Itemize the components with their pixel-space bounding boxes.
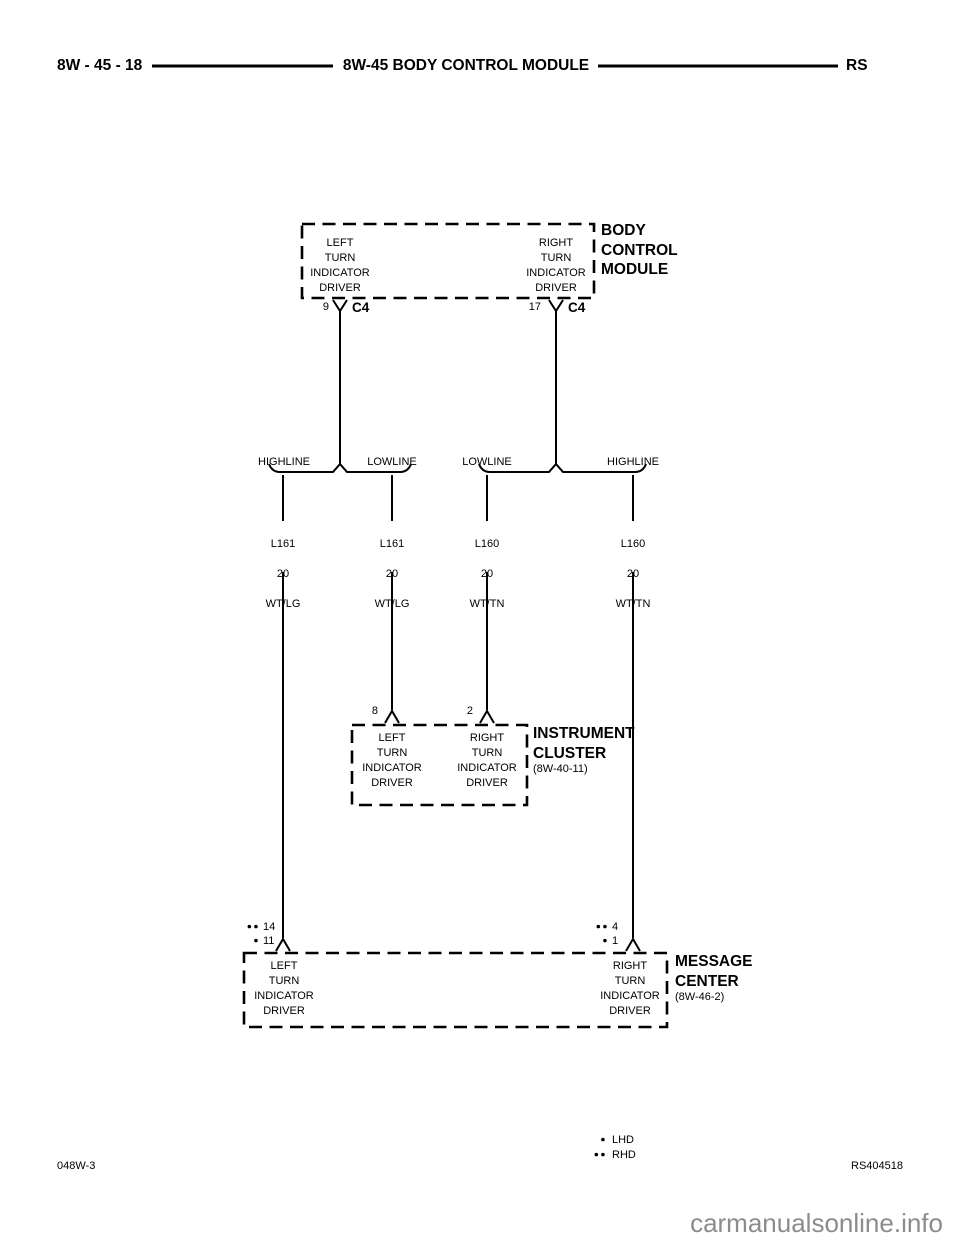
splitter-right-lowline-label: LOWLINE bbox=[462, 456, 512, 468]
instrument-cluster-box bbox=[350, 723, 529, 807]
mc-pin-row-rhd: ●● 4 bbox=[592, 921, 618, 935]
wire-callout-l160-highline: L160 20 WT/TN bbox=[588, 522, 678, 627]
watermark-text: carmanualsonline.info bbox=[690, 1208, 943, 1238]
splitter-brace-left bbox=[268, 462, 412, 473]
wire-callout-l161-lowline: L161 20 WT/LG bbox=[347, 522, 437, 627]
legend-row-rhd: ●● RHD bbox=[585, 1149, 636, 1164]
connector-symbol-ic-pin2 bbox=[479, 709, 495, 724]
wire-gauge: 20 bbox=[626, 568, 640, 580]
bcm-right-turn-driver-label: RIGHT TURN INDICATOR DRIVER bbox=[526, 237, 586, 294]
platform-code: RS bbox=[846, 57, 868, 74]
wire-circuit: L161 bbox=[379, 538, 405, 550]
legend-label: LHD bbox=[612, 1134, 635, 1146]
ic-left-turn-driver-label: LEFT TURN INDICATOR DRIVER bbox=[362, 732, 422, 789]
bcm-title: BODY CONTROL MODULE bbox=[601, 222, 678, 278]
mc-pin-number: 14 bbox=[263, 921, 276, 933]
mc-title: MESSAGE CENTER bbox=[675, 953, 753, 990]
mc-left-turn-driver-label: LEFT TURN INDICATOR DRIVER bbox=[254, 960, 314, 1017]
mc-reference: (8W-46-2) bbox=[675, 991, 725, 1003]
footer-sheet-code: RS404518 bbox=[851, 1160, 903, 1172]
connector-symbol-ic-pin8 bbox=[384, 709, 400, 724]
legend-label: RHD bbox=[612, 1149, 636, 1161]
lhd-dot-icon: ● bbox=[253, 935, 260, 945]
bcm-box bbox=[300, 222, 596, 300]
message-center-box bbox=[242, 951, 669, 1029]
lhd-dot-icon: ● bbox=[602, 935, 609, 945]
wire-circuit: L160 bbox=[474, 538, 500, 550]
connector-symbol-bcm-pin17 bbox=[548, 299, 564, 313]
mc-pin-number: 1 bbox=[612, 935, 619, 947]
bcm-right-connector-name: C4 bbox=[568, 300, 586, 315]
wire-color: WT/TN bbox=[615, 598, 651, 610]
page-ref: 8W - 45 - 18 bbox=[57, 57, 143, 74]
splitter-left-highline-label: HIGHLINE bbox=[258, 456, 310, 468]
wire-color: WT/TN bbox=[469, 598, 505, 610]
splitter-right-highline-label: HIGHLINE bbox=[607, 456, 659, 468]
rhd-dots-icon: ●● bbox=[246, 921, 260, 931]
connector-symbol-mc-pin11 bbox=[275, 937, 291, 952]
wire-circuit: L161 bbox=[270, 538, 296, 550]
mc-right-turn-driver-label: RIGHT TURN INDICATOR DRIVER bbox=[600, 960, 660, 1017]
legend-row-lhd: ● LHD bbox=[585, 1134, 636, 1149]
mc-pin-row-rhd: ●● 14 bbox=[243, 921, 276, 935]
wire-callout-l160-lowline: L160 20 WT/TN bbox=[442, 522, 532, 627]
ic-pin2-number: 2 bbox=[466, 705, 473, 717]
mc-pin-number: 4 bbox=[612, 921, 619, 933]
connector-symbol-mc-pin1 bbox=[625, 937, 641, 952]
ic-title: INSTRUMENT CLUSTER bbox=[533, 725, 635, 762]
wire-gauge: 20 bbox=[385, 568, 399, 580]
bcm-left-connector-name: C4 bbox=[352, 300, 370, 315]
mc-left-pin-group: ●● 14 ● 11 bbox=[243, 921, 276, 949]
ic-reference: (8W-40-11) bbox=[533, 763, 588, 775]
wire-circuit: L160 bbox=[620, 538, 646, 550]
footer-diagram-code: 048W-3 bbox=[57, 1160, 96, 1172]
splitter-left-lowline-label: LOWLINE bbox=[367, 456, 417, 468]
ic-right-turn-driver-label: RIGHT TURN INDICATOR DRIVER bbox=[457, 732, 517, 789]
page-title: 8W-45 BODY CONTROL MODULE bbox=[342, 57, 590, 74]
mc-pin-row-lhd: ● 1 bbox=[592, 935, 618, 949]
wire-gauge: 20 bbox=[276, 568, 290, 580]
drive-legend: ● LHD ●● RHD bbox=[585, 1134, 636, 1164]
lhd-dot-icon: ● bbox=[600, 1134, 607, 1144]
ic-pin8-number: 8 bbox=[371, 705, 378, 717]
bcm-left-turn-driver-label: LEFT TURN INDICATOR DRIVER bbox=[310, 237, 370, 294]
wire-gauge: 20 bbox=[480, 568, 494, 580]
wire-color: WT/LG bbox=[265, 598, 301, 610]
splitter-brace-right bbox=[478, 462, 647, 473]
bcm-pin9-number: 9 bbox=[322, 301, 329, 313]
mc-pin-row-lhd: ● 11 bbox=[243, 935, 275, 949]
mc-pin-number: 11 bbox=[263, 935, 275, 947]
bcm-pin17-number: 17 bbox=[528, 301, 541, 313]
connector-symbol-bcm-pin9 bbox=[332, 299, 348, 313]
mc-right-pin-group: ●● 4 ● 1 bbox=[592, 921, 618, 949]
wire-callout-l161-highline: L161 20 WT/LG bbox=[238, 522, 328, 627]
rhd-dots-icon: ●● bbox=[595, 921, 609, 931]
rhd-dots-icon: ●● bbox=[593, 1149, 607, 1159]
wire-color: WT/LG bbox=[374, 598, 410, 610]
